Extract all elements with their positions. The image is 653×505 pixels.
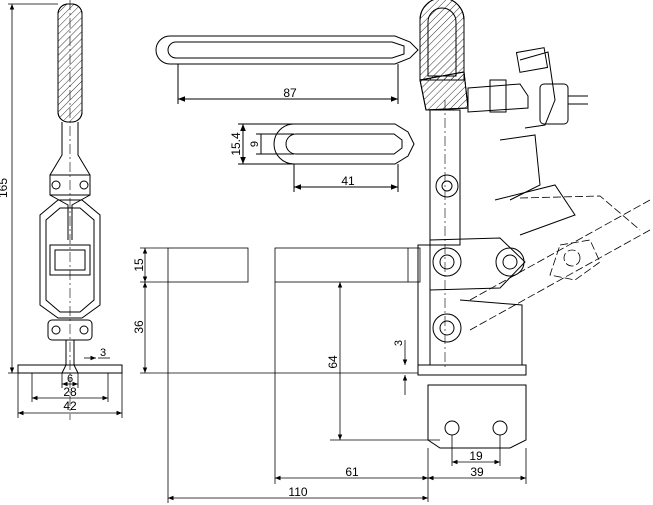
- dim-width-6: 6: [67, 373, 73, 385]
- dim-total-110: 110: [288, 485, 307, 499]
- dim-height-36: 36: [132, 320, 146, 334]
- front-view: [17, 0, 123, 420]
- front-body: [39, 199, 101, 319]
- dim-slot-9: 9: [249, 141, 261, 147]
- side-handle-grip: [419, 0, 465, 81]
- dim-width-28: 28: [63, 385, 77, 399]
- dim-width-42: 42: [63, 399, 77, 413]
- side-view-dimensions: [140, 247, 527, 503]
- dim-overall-height: 165: [0, 178, 10, 198]
- dim-base-39: 39: [470, 465, 484, 479]
- dim-handle-87: 87: [283, 86, 297, 100]
- dim-reach-61: 61: [345, 465, 359, 479]
- dim-hole-spacing-19: 19: [469, 449, 483, 463]
- side-base-plate: [427, 384, 527, 449]
- dim-plate-3: 3: [393, 340, 405, 346]
- dim-height-15: 15: [132, 258, 146, 272]
- open-position-phantom: [469, 195, 651, 331]
- dim-thickness-3-front: 3: [100, 347, 106, 359]
- dim-reach-64: 64: [326, 355, 340, 369]
- handle-detail-87: [155, 35, 419, 104]
- dim-slot-41: 41: [341, 174, 355, 188]
- front-view-dimensions: [8, 3, 123, 418]
- dim-slot-15-4: 15.4: [229, 132, 243, 156]
- side-view: [417, 0, 588, 449]
- handle-detail-41: [238, 123, 415, 192]
